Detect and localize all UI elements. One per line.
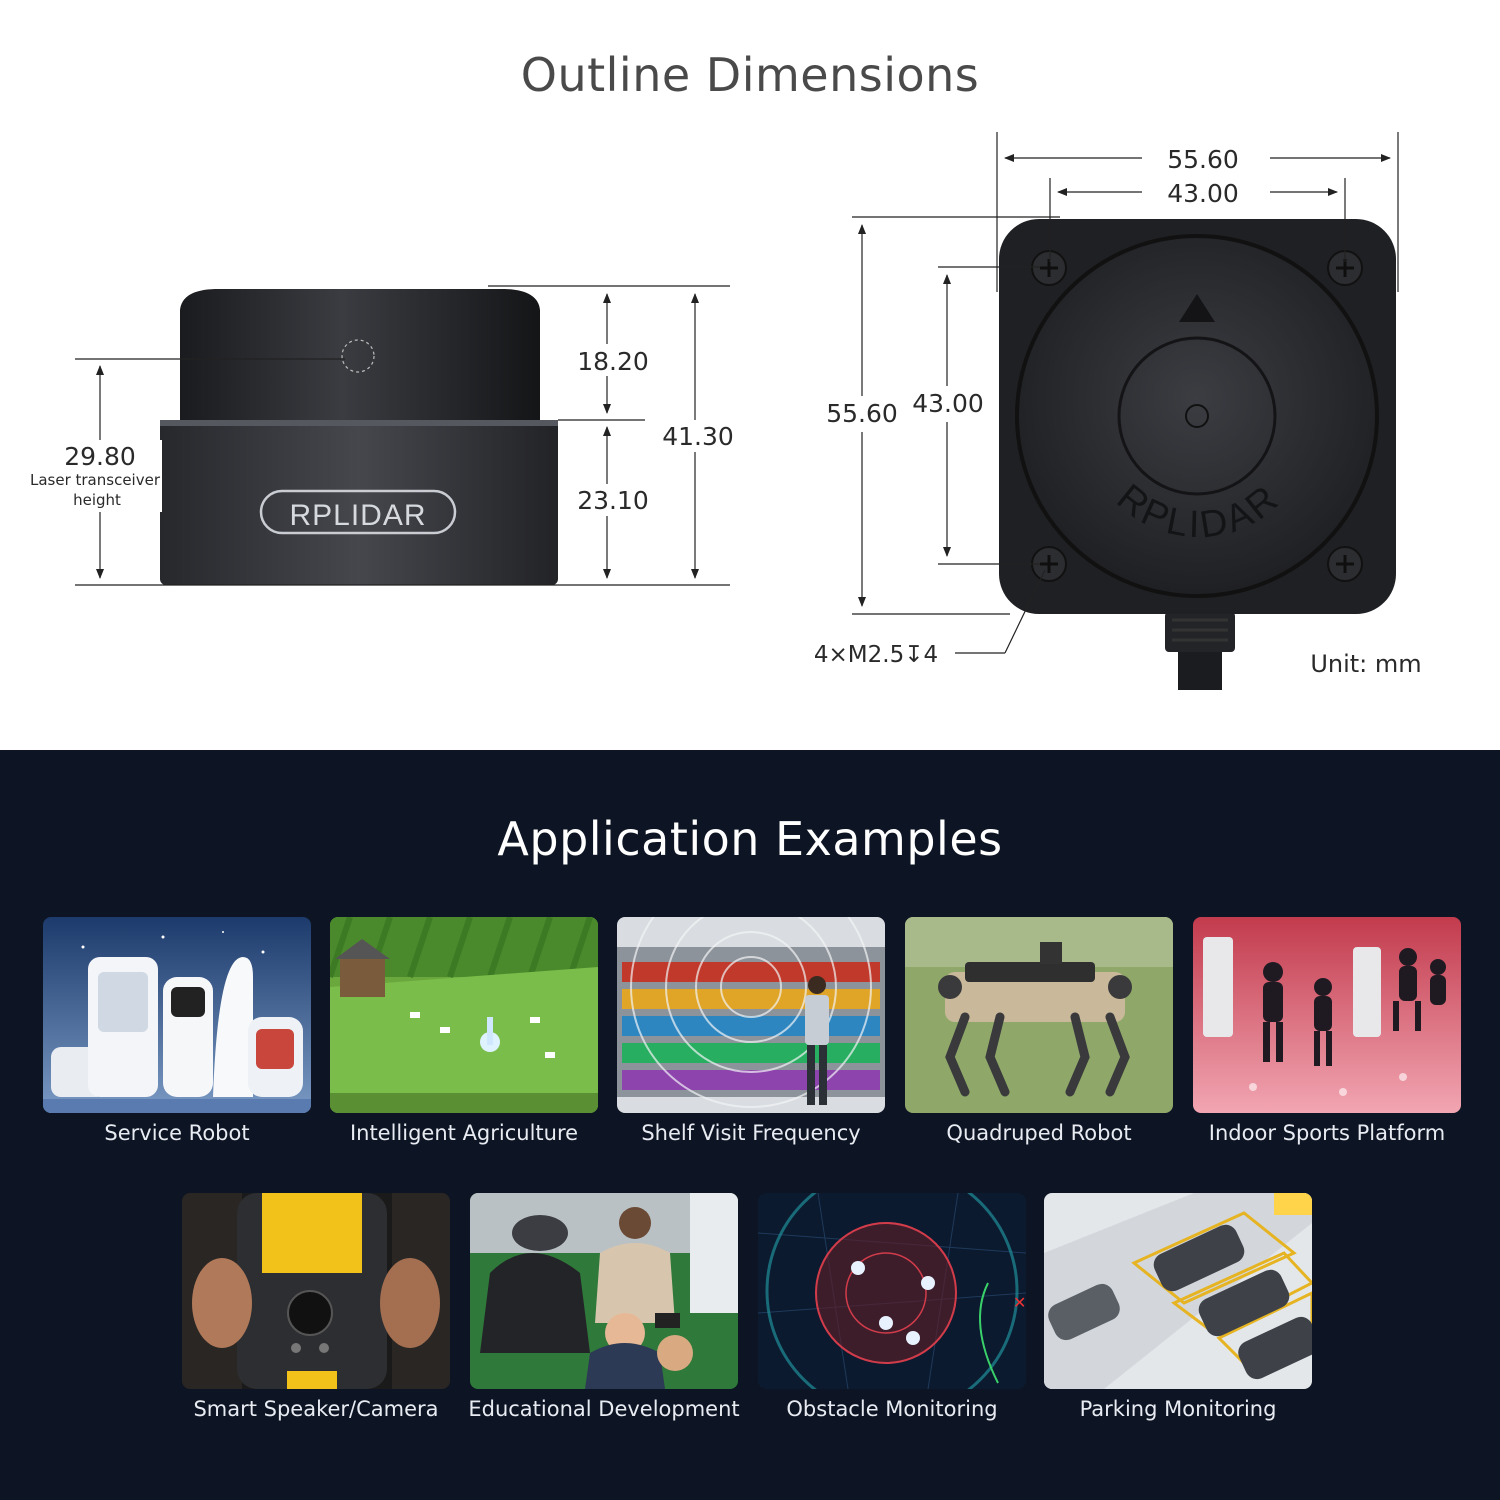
- dim-laser-height: 29.80: [64, 442, 136, 471]
- caption-quadruped-robot: Quadruped Robot: [946, 1121, 1132, 1145]
- shelf-visit-frequency-image: [617, 917, 885, 1113]
- applications-title: Application Examples: [497, 812, 1003, 866]
- dim-top-height: 18.20: [577, 347, 649, 376]
- caption-shelf-visit-frequency: Shelf Visit Frequency: [641, 1121, 861, 1145]
- caption-obstacle-monitoring: Obstacle Monitoring: [786, 1397, 998, 1421]
- parking-monitoring-image: [1044, 1193, 1312, 1389]
- dim-total-height: 41.30: [662, 422, 734, 451]
- dimension-drawing: RPLIDAR 18.20 23.10 41.30 29.80 Laser tr…: [30, 132, 1422, 690]
- dim-outer-height: 55.60: [826, 399, 898, 428]
- caption-service-robot: Service Robot: [104, 1121, 250, 1145]
- side-view-dimension-lines: [75, 285, 730, 586]
- caption-educational-development: Educational Development: [468, 1397, 740, 1421]
- quadruped-robot-image: [905, 917, 1173, 1113]
- dim-outer-width: 55.60: [1167, 145, 1239, 174]
- side-view-device: RPLIDAR: [160, 289, 558, 585]
- caption-parking-monitoring: Parking Monitoring: [1079, 1397, 1277, 1421]
- dim-hole-height: 43.00: [912, 389, 984, 418]
- screw-icon: [1031, 250, 1067, 286]
- unit-label: Unit: mm: [1310, 650, 1421, 678]
- laser-label-line1: Laser transceiver: [30, 471, 161, 489]
- obstacle-monitoring-image: ✕: [758, 1193, 1026, 1389]
- caption-smart-speaker-camera: Smart Speaker/Camera: [193, 1397, 439, 1421]
- dim-base-height: 23.10: [577, 486, 649, 515]
- service-robot-image: [43, 917, 311, 1113]
- intelligent-agriculture-image: [330, 917, 598, 1113]
- screw-icon: [1327, 250, 1363, 286]
- caption-intelligent-agriculture: Intelligent Agriculture: [349, 1121, 579, 1145]
- indoor-sports-platform-image: [1193, 917, 1461, 1113]
- caption-indoor-sports-platform: Indoor Sports Platform: [1208, 1121, 1446, 1145]
- screw-icon: [1327, 546, 1363, 582]
- svg-text:✕: ✕: [1013, 1293, 1026, 1312]
- outline-title: Outline Dimensions: [520, 48, 980, 102]
- educational-development-image: [470, 1193, 738, 1389]
- dim-hole-width: 43.00: [1167, 179, 1239, 208]
- screw-spec: 4×M2.5↧4: [814, 642, 938, 668]
- smart-speaker-camera-image: [182, 1193, 450, 1389]
- laser-label-line2: height: [73, 491, 121, 509]
- side-brand-label: RPLIDAR: [289, 499, 426, 532]
- top-view-device: RPLIDAR: [999, 219, 1396, 690]
